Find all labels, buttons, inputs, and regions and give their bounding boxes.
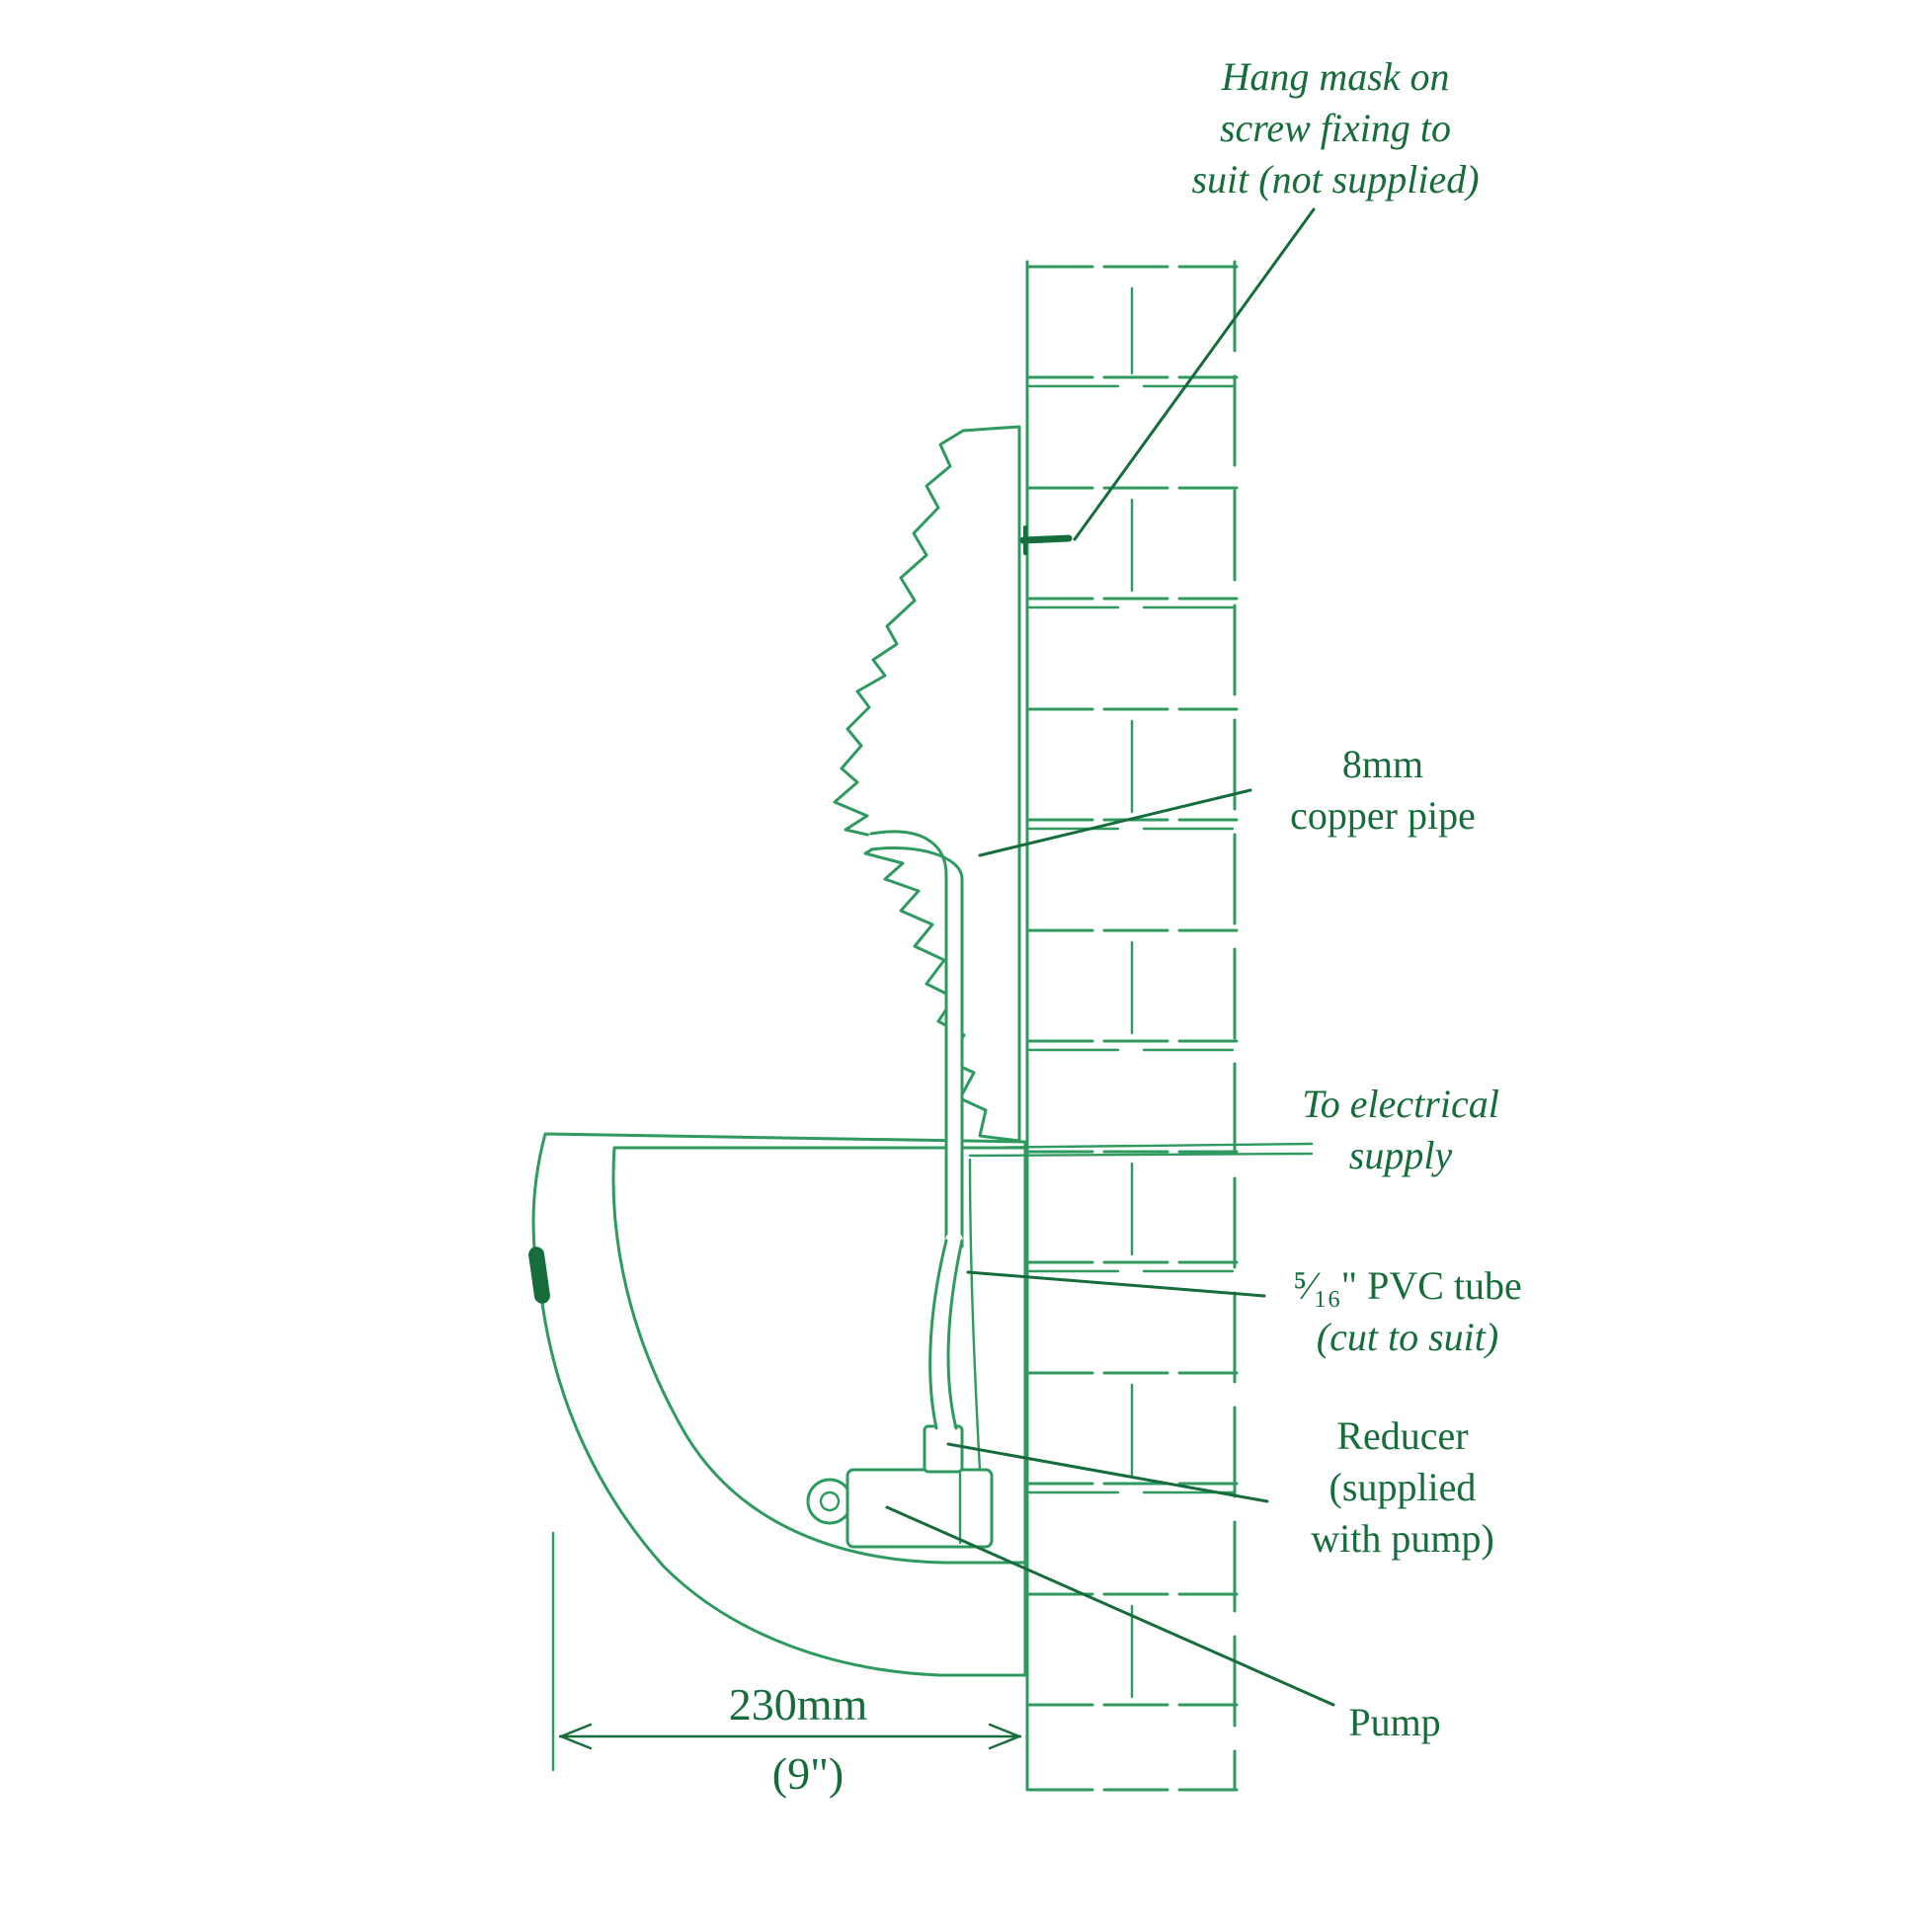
label-electrical-supply: To electrical supply: [1302, 1079, 1499, 1181]
label-copper-pipe: 8mm copper pipe: [1290, 739, 1476, 842]
label-line: To electrical: [1302, 1082, 1499, 1126]
copper-pipe: [866, 830, 964, 1251]
label-pump: Pump: [1348, 1697, 1440, 1748]
pump-handle: [806, 1478, 853, 1525]
electrical-cable: [968, 1142, 1314, 1472]
label-line: screw fixing to: [1219, 106, 1452, 150]
label-line: Reducer: [1336, 1413, 1469, 1458]
label-line: (supplied: [1328, 1465, 1477, 1509]
basin: [528, 1132, 1027, 1677]
pump-assembly: [806, 1424, 994, 1549]
label-line: with pump): [1311, 1516, 1494, 1561]
leader-pump: [885, 1505, 1335, 1707]
mask-profile: [833, 425, 1021, 1143]
leader-hang-mask: [1073, 207, 1316, 541]
label-reducer: Reducer (supplied with pump): [1311, 1410, 1494, 1565]
label-line: 8mm: [1341, 742, 1424, 786]
label-line: supply: [1348, 1133, 1453, 1177]
pvc-tube: [928, 1232, 964, 1437]
label-line: 230mm: [728, 1679, 868, 1730]
screw-fixing: [1019, 525, 1073, 555]
label-line: suit (not supplied): [1191, 157, 1480, 201]
leader-copper-pipe: [978, 788, 1252, 857]
pump-body: [845, 1468, 994, 1549]
leader-lines: [885, 207, 1335, 1707]
label-line: Hang mask on: [1221, 54, 1450, 99]
leader-reducer: [946, 1442, 1269, 1503]
label-dimension-imperial: (9"): [772, 1746, 844, 1802]
label-line: copper pipe: [1290, 793, 1476, 838]
label-line: (9"): [771, 1748, 845, 1799]
leader-pvc-tube: [966, 1270, 1266, 1298]
label-line: ⁵⁄₁₆" PVC tube: [1293, 1263, 1522, 1308]
label-hang-mask: Hang mask on screw fixing to suit (not s…: [1191, 51, 1479, 205]
label-line: (cut to suit): [1316, 1315, 1499, 1359]
brick-wall: [1025, 260, 1239, 1792]
label-line: Pump: [1348, 1700, 1441, 1744]
label-dimension-metric: 230mm: [729, 1677, 868, 1732]
label-pvc-tube: ⁵⁄₁₆" PVC tube (cut to suit): [1293, 1260, 1522, 1363]
basin-rim-notch: [528, 1247, 550, 1304]
dimension-230mm: [551, 1531, 1021, 1772]
